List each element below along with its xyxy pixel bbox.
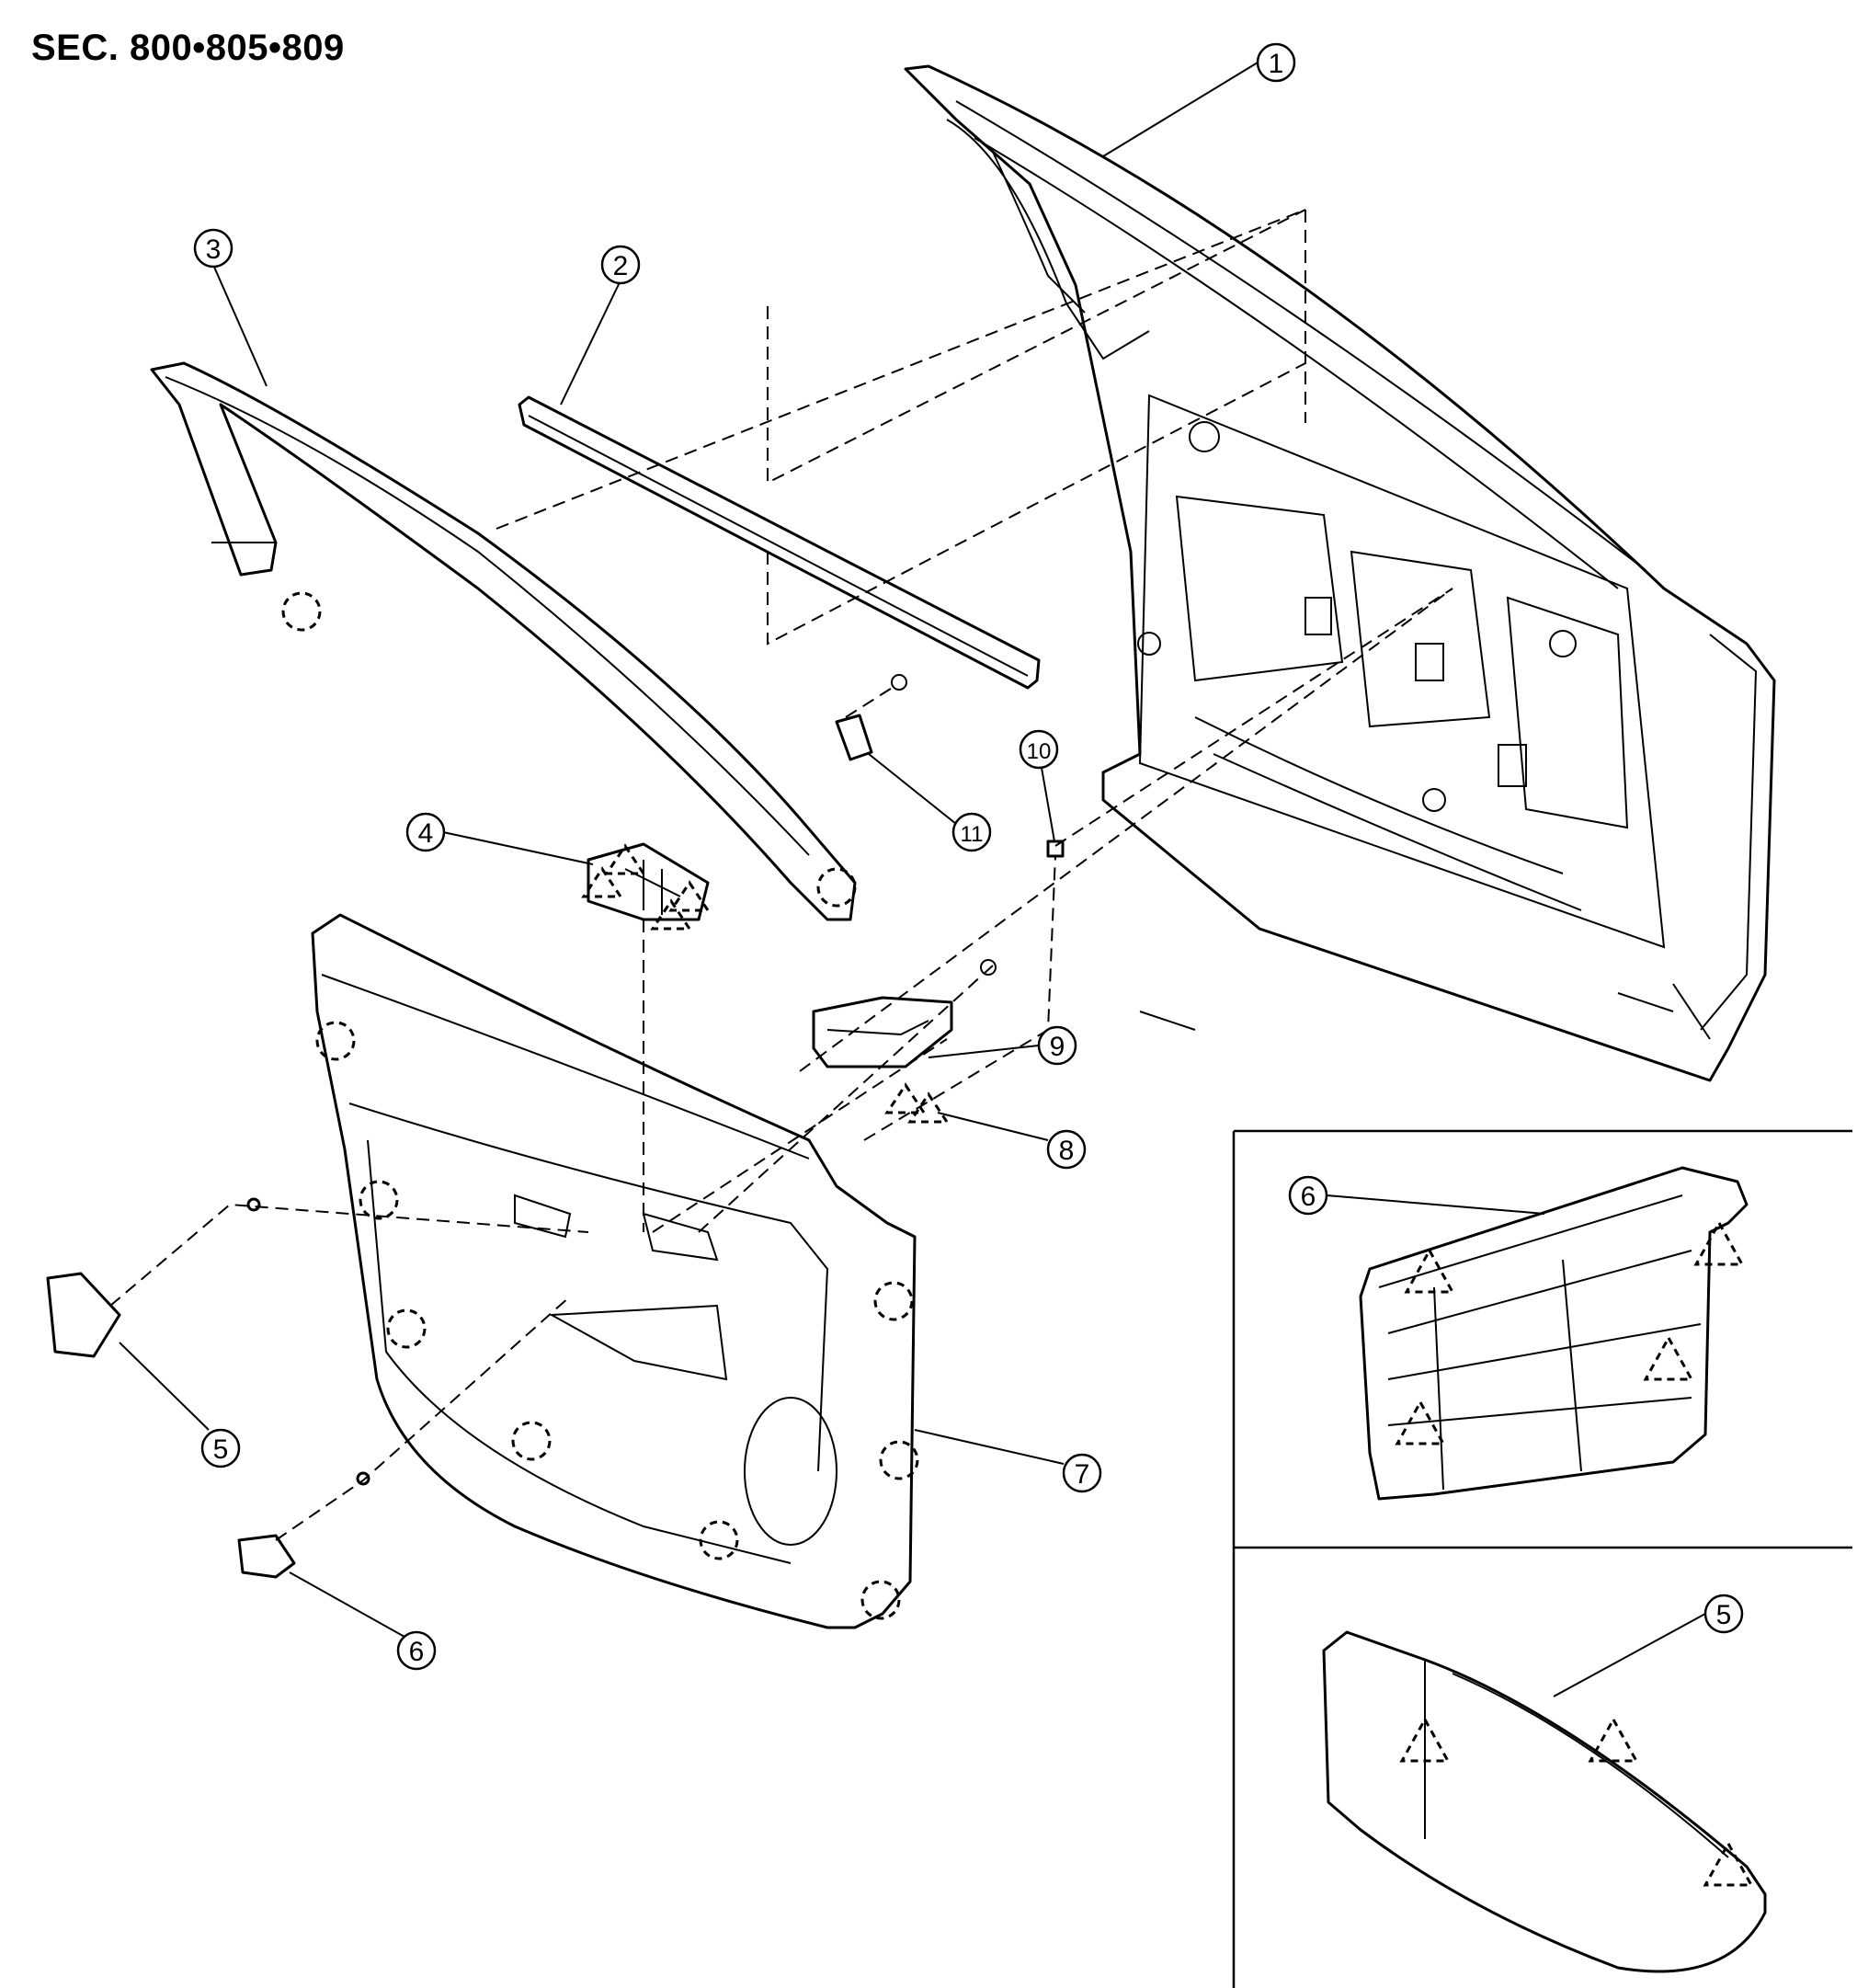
- svg-text:6: 6: [409, 1637, 425, 1667]
- assembly-lines: [109, 209, 1453, 1541]
- svg-text:1: 1: [1269, 49, 1284, 79]
- clip-triangle-icon: [1693, 1219, 1745, 1266]
- section-code: SEC. 800•805•809: [31, 28, 345, 68]
- clip-circle-icon: [873, 1281, 914, 1321]
- side-cover-small: [237, 1534, 296, 1579]
- corner-finisher-small: [46, 1272, 121, 1358]
- clip-circle-icon: [879, 1440, 919, 1480]
- callout-6: 6: [396, 1630, 437, 1671]
- svg-text:5: 5: [213, 1434, 229, 1465]
- svg-text:11: 11: [961, 822, 984, 847]
- svg-text:9: 9: [1050, 1032, 1065, 1062]
- bracket-part: [835, 674, 907, 761]
- inside-handle: [812, 959, 997, 1068]
- callout-4: 4: [405, 812, 446, 852]
- door-sash-trim: [150, 361, 857, 921]
- callout-3: 3: [193, 228, 234, 268]
- svg-text:5: 5: [1716, 1600, 1732, 1630]
- clip-triangle-icon: [907, 1091, 950, 1124]
- clip-triangle-icon: [884, 1082, 927, 1114]
- inset-frame: [1232, 1129, 1852, 1988]
- door-finisher: [311, 913, 917, 1629]
- clip-triangle-icon: [1588, 1716, 1639, 1763]
- clip-circle-icon: [860, 1580, 901, 1620]
- callout-11: 11: [951, 812, 992, 852]
- svg-text:8: 8: [1059, 1136, 1075, 1166]
- clip-circle-icon: [359, 1180, 399, 1220]
- clip-triangle-icon: [1643, 1334, 1694, 1381]
- screw-icon: [246, 1197, 261, 1212]
- clip-circle-icon: [511, 1421, 552, 1461]
- clip-triangle-icon: [581, 866, 623, 898]
- callout-1: 1: [1256, 42, 1296, 83]
- clips: [281, 591, 950, 1620]
- svg-text:6: 6: [1301, 1182, 1316, 1212]
- clip-circle-icon: [315, 1021, 356, 1061]
- callout-10: 10: [1019, 729, 1059, 770]
- inner-belt-moulding: [518, 395, 1041, 690]
- clip-triangle-icon: [1399, 1716, 1451, 1763]
- callout-5: 5: [200, 1428, 241, 1468]
- clip-triangle-icon: [604, 843, 646, 875]
- callout-7: 7: [1062, 1453, 1102, 1493]
- svg-text:10: 10: [1027, 739, 1052, 764]
- door-assembly: [904, 64, 1776, 1082]
- inset-top-part6: 6: [1288, 1166, 1749, 1501]
- clip-triangle-icon: [1404, 1247, 1455, 1294]
- clip-triangle-icon: [650, 898, 692, 931]
- svg-text:7: 7: [1075, 1459, 1090, 1490]
- svg-text:4: 4: [418, 818, 434, 849]
- clip-circle-icon: [699, 1520, 739, 1560]
- clip-circle-icon: [386, 1308, 427, 1349]
- clip-circle-icon: [816, 867, 857, 908]
- svg-text:2: 2: [613, 251, 629, 281]
- callout-8: 8: [1046, 1129, 1087, 1170]
- clip-circle-icon: [281, 591, 322, 632]
- callout-2: 2: [600, 245, 641, 285]
- clip-triangle-icon: [1703, 1840, 1754, 1887]
- leader-lines: [119, 62, 1259, 1638]
- clip-triangle-icon: [668, 880, 711, 912]
- clip-triangle-icon: [1395, 1399, 1446, 1445]
- callout-9: 9: [1037, 1025, 1077, 1066]
- inset-bottom-part5: 5: [1322, 1594, 1767, 1973]
- svg-text:3: 3: [206, 234, 222, 265]
